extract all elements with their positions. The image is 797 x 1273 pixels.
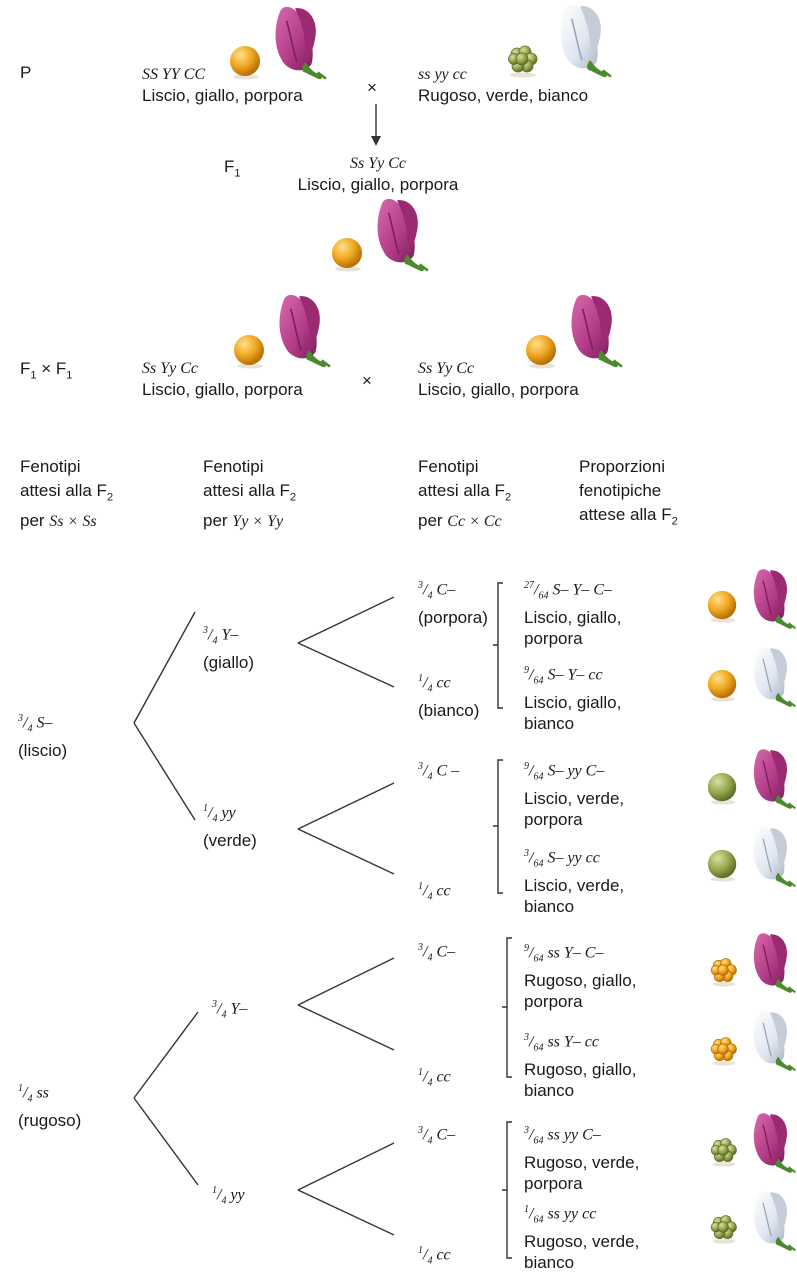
branch-y2-c3	[297, 782, 395, 830]
f1xf1-right-block: Ss Yy Cc Liscio, giallo, porpora	[418, 358, 579, 400]
smooth-green-seed-icon	[706, 771, 740, 805]
c-node-4: 1/4 cc	[418, 881, 451, 903]
branch-s2-y4	[133, 1097, 199, 1186]
branch-y4-c7	[297, 1142, 395, 1191]
p-left-block: SS YY CC Liscio, giallo, porpora	[142, 64, 303, 106]
smooth-yellow-seed-icon	[524, 333, 560, 369]
smooth-yellow-seed-icon	[706, 668, 740, 702]
cross-symbol: ×	[367, 78, 377, 97]
result-1: 27/64 S– Y– C– Liscio, giallo, porpora	[524, 580, 622, 648]
p-left-phenotype: Liscio, giallo, porpora	[142, 86, 303, 105]
header-yy: Fenotipi attesi alla F2 per Yy × Yy	[203, 457, 297, 531]
bracket-1	[493, 582, 503, 709]
branch-y1-c2	[297, 642, 395, 688]
white-flower-icon	[746, 822, 797, 892]
branch-s2-y3	[133, 1011, 199, 1099]
y-node-1: 3/4 Y– (giallo)	[203, 625, 255, 672]
result-4: 3/64 S– yy cc Liscio, verde, bianco	[524, 848, 625, 916]
result-3: 9/64 S– yy C– Liscio, verde, porpora	[524, 761, 625, 829]
branch-y4-c8	[297, 1189, 395, 1236]
smooth-yellow-seed-icon	[330, 236, 366, 272]
s-node-dominant: 3/4 S– (liscio)	[18, 713, 68, 760]
purple-flower-icon	[746, 744, 797, 814]
branch-y3-c6	[297, 1004, 395, 1051]
f1xf1-left-block: Ss Yy Cc Liscio, giallo, porpora	[142, 358, 303, 400]
wrinkled-green-seed-icon	[708, 1212, 740, 1244]
smooth-yellow-seed-icon	[232, 333, 268, 369]
smooth-green-seed-icon	[706, 848, 740, 882]
c-node-3: 3/4 C –	[418, 761, 460, 783]
f1-block: Ss Yy Cc Liscio, giallo, porpora	[280, 153, 476, 195]
bracket-3	[502, 937, 512, 1078]
p-right-genotype: ss yy cc	[418, 66, 467, 83]
branch-y2-c4	[297, 828, 395, 875]
smooth-yellow-seed-icon	[228, 44, 264, 80]
purple-flower-icon	[562, 292, 624, 370]
y-node-4: 1/4 yy	[212, 1185, 245, 1207]
white-flower-icon	[746, 1186, 797, 1256]
cross-arrow-head	[371, 136, 381, 146]
p-right-phenotype: Rugoso, verde, bianco	[418, 86, 589, 105]
branch-s1-y1	[133, 611, 196, 724]
result-6: 3/64 ss Y– cc Rugoso, giallo, bianco	[524, 1032, 637, 1100]
s-node-recessive: 1/4 ss (rugoso)	[18, 1083, 82, 1130]
purple-flower-icon	[746, 928, 797, 998]
smooth-yellow-seed-icon	[706, 589, 740, 623]
result-5: 9/64 ss Y– C– Rugoso, giallo, porpora	[524, 943, 637, 1011]
white-flower-icon	[551, 2, 613, 80]
f1xf1-right-genotype: Ss Yy Cc	[418, 360, 474, 377]
c-node-1: 3/4 C– (porpora)	[418, 580, 488, 627]
c-node-2: 1/4 cc (bianco)	[418, 673, 480, 720]
bracket-4	[502, 1121, 512, 1259]
f1xf1-cross-symbol: ×	[362, 371, 372, 390]
header-cc: Fenotipi attesi alla F2 per Cc × Cc	[418, 457, 512, 531]
white-flower-icon	[746, 642, 797, 712]
wrinkled-green-seed-icon	[505, 42, 541, 78]
purple-flower-icon	[746, 564, 797, 634]
c-node-7: 3/4 C–	[418, 1125, 456, 1147]
c-node-6: 1/4 cc	[418, 1067, 451, 1089]
purple-flower-icon	[746, 1108, 797, 1178]
wrinkled-yellow-seed-icon	[708, 955, 740, 987]
result-8: 1/64 ss yy cc Rugoso, verde, bianco	[524, 1204, 640, 1272]
branch-s1-y2	[133, 722, 196, 821]
bracket-2	[493, 759, 503, 894]
f1-genotype: Ss Yy Cc	[350, 155, 406, 172]
result-7: 3/64 ss yy C– Rugoso, verde, porpora	[524, 1125, 640, 1193]
c-node-8: 1/4 cc	[418, 1245, 451, 1267]
purple-flower-icon	[270, 292, 332, 370]
result-2: 9/64 S– Y– cc Liscio, giallo, bianco	[524, 665, 622, 733]
wrinkled-yellow-seed-icon	[708, 1034, 740, 1066]
purple-flower-icon	[368, 196, 430, 274]
f1xf1-right-phenotype: Liscio, giallo, porpora	[418, 380, 579, 399]
purple-flower-icon	[266, 4, 328, 82]
y-node-2: 1/4 yy (verde)	[203, 803, 257, 850]
branch-y3-c5	[297, 957, 395, 1006]
wrinkled-green-seed-icon	[708, 1135, 740, 1167]
p-label: P	[20, 63, 32, 82]
p-right-block: ss yy cc Rugoso, verde, bianco	[418, 64, 588, 106]
c-node-5: 3/4 C–	[418, 942, 456, 964]
f1-label: F1	[224, 157, 241, 180]
f1xf1-left-genotype: Ss Yy Cc	[142, 360, 198, 377]
y-node-3: 3/4 Y–	[212, 999, 248, 1021]
header-proportions: Proporzioni fenotipiche attese alla F2	[579, 457, 678, 528]
p-left-genotype: SS YY CC	[142, 66, 206, 83]
branch-y1-c1	[297, 596, 395, 644]
f1-phenotype: Liscio, giallo, porpora	[297, 175, 459, 194]
f1xf1-label: F1 × F1	[20, 359, 73, 382]
f1xf1-left-phenotype: Liscio, giallo, porpora	[142, 380, 303, 399]
white-flower-icon	[746, 1006, 797, 1076]
header-ss: Fenotipi attesi alla F2 per Ss × Ss	[20, 457, 114, 531]
